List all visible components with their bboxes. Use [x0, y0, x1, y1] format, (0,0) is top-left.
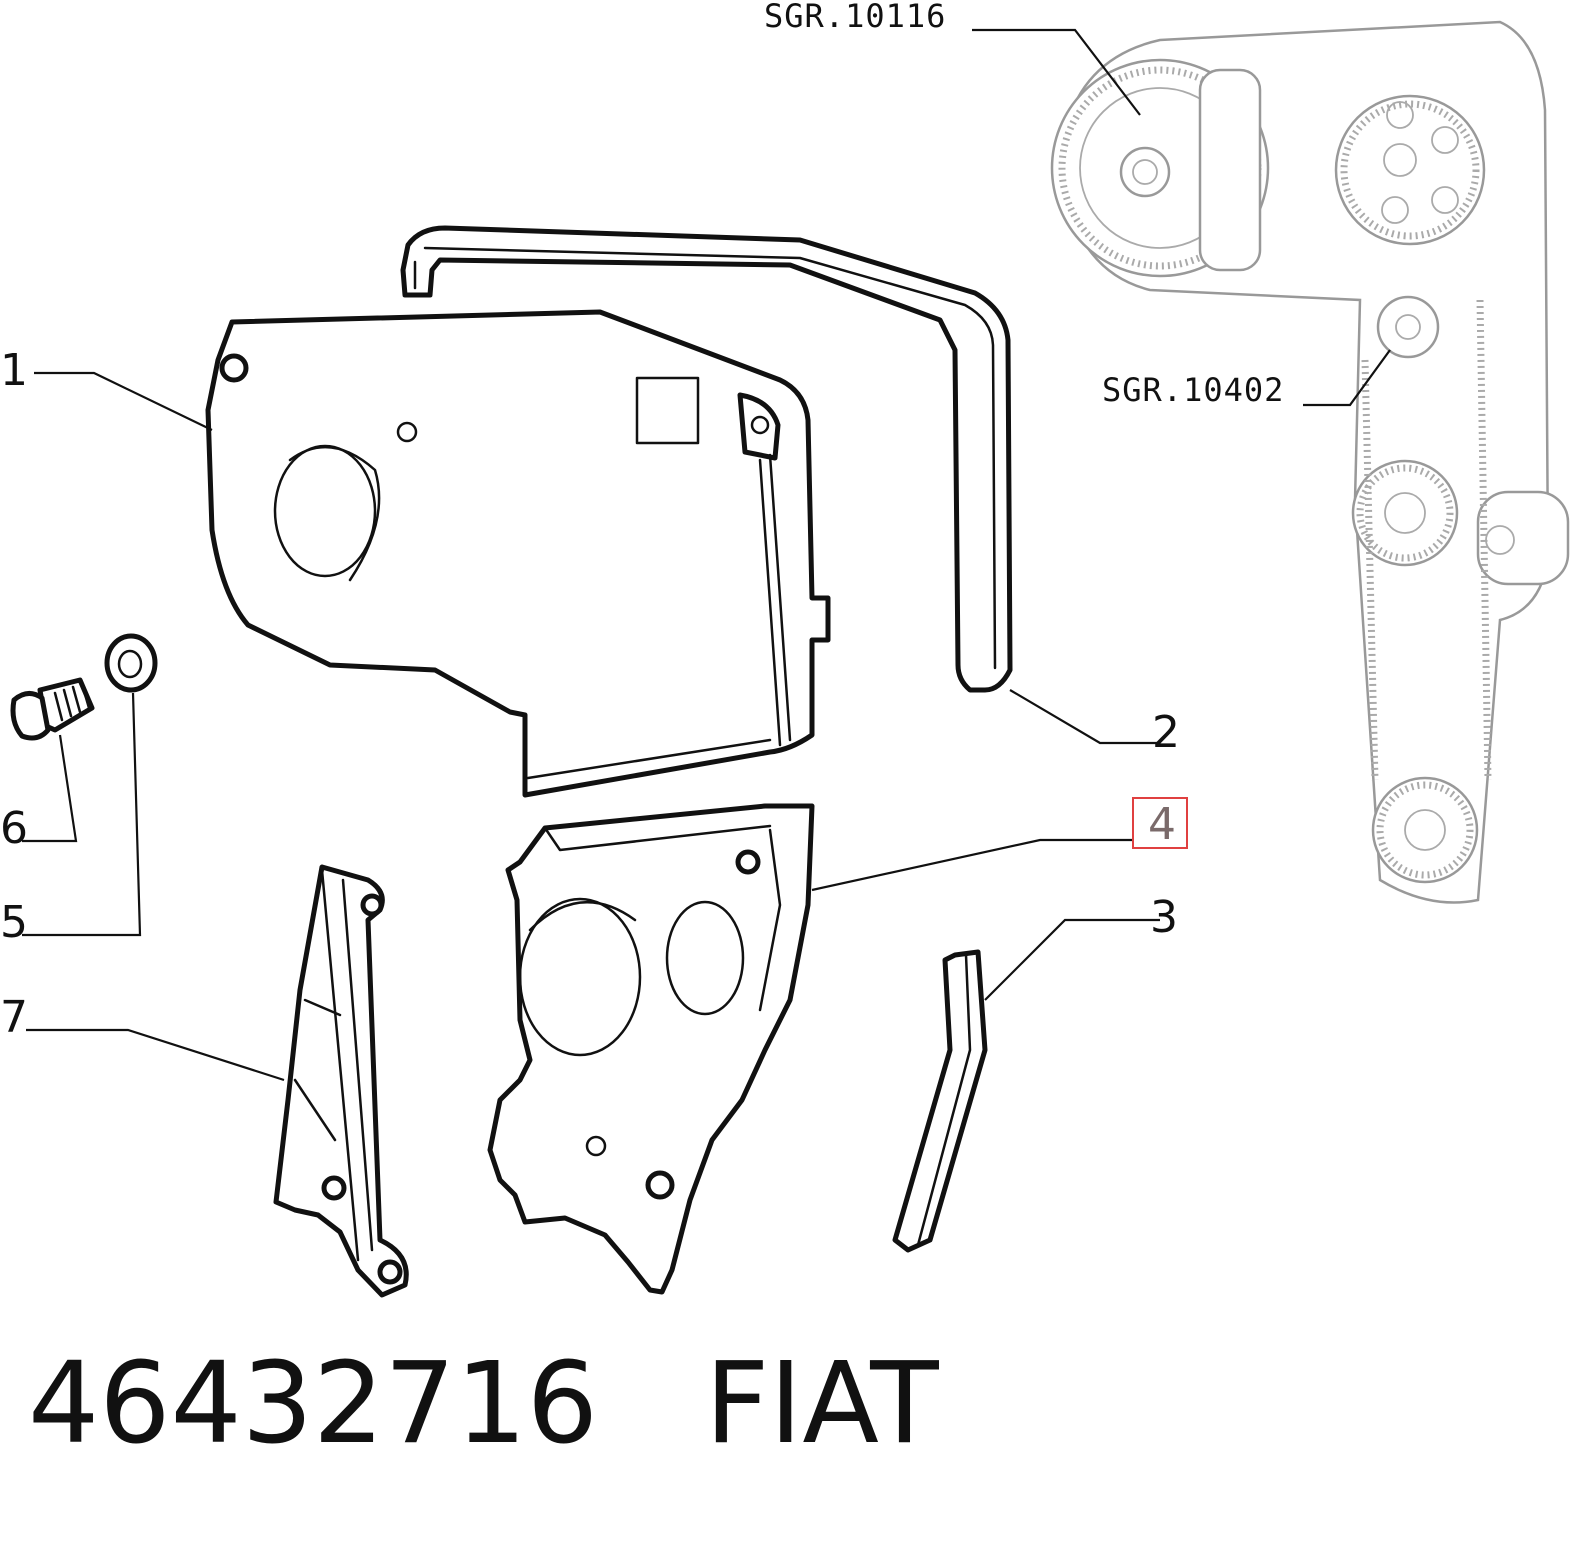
bracket-part-7 [273, 864, 409, 1298]
part-caption: 46432716 FIAT [28, 1348, 939, 1460]
callout-7: 7 [0, 992, 28, 1043]
part-number: 46432716 [28, 1339, 599, 1469]
callout-1: 1 [0, 345, 28, 396]
upper-cover-part-1 [205, 309, 831, 798]
callout-5: 5 [0, 897, 28, 948]
brand-name: FIAT [704, 1339, 939, 1469]
tool-ref-sgr-10116: SGR.10116 [764, 0, 946, 35]
timing-belt-assembly [1050, 20, 1570, 904]
lower-cover-part-4 [487, 803, 815, 1295]
bolt-part-6 [10, 677, 95, 741]
callout-3: 3 [1150, 892, 1178, 943]
washer-part-5 [104, 633, 158, 693]
lower-gasket-part-3 [892, 949, 988, 1253]
callout-4-highlight-box [1132, 797, 1188, 849]
tool-ref-sgr-10402: SGR.10402 [1102, 371, 1284, 409]
upper-gasket-part-2 [400, 225, 1013, 693]
leader-lines [22, 28, 1391, 1082]
callout-6: 6 [0, 803, 28, 854]
callout-4: 4 [1148, 799, 1176, 850]
callout-2: 2 [1152, 707, 1180, 758]
